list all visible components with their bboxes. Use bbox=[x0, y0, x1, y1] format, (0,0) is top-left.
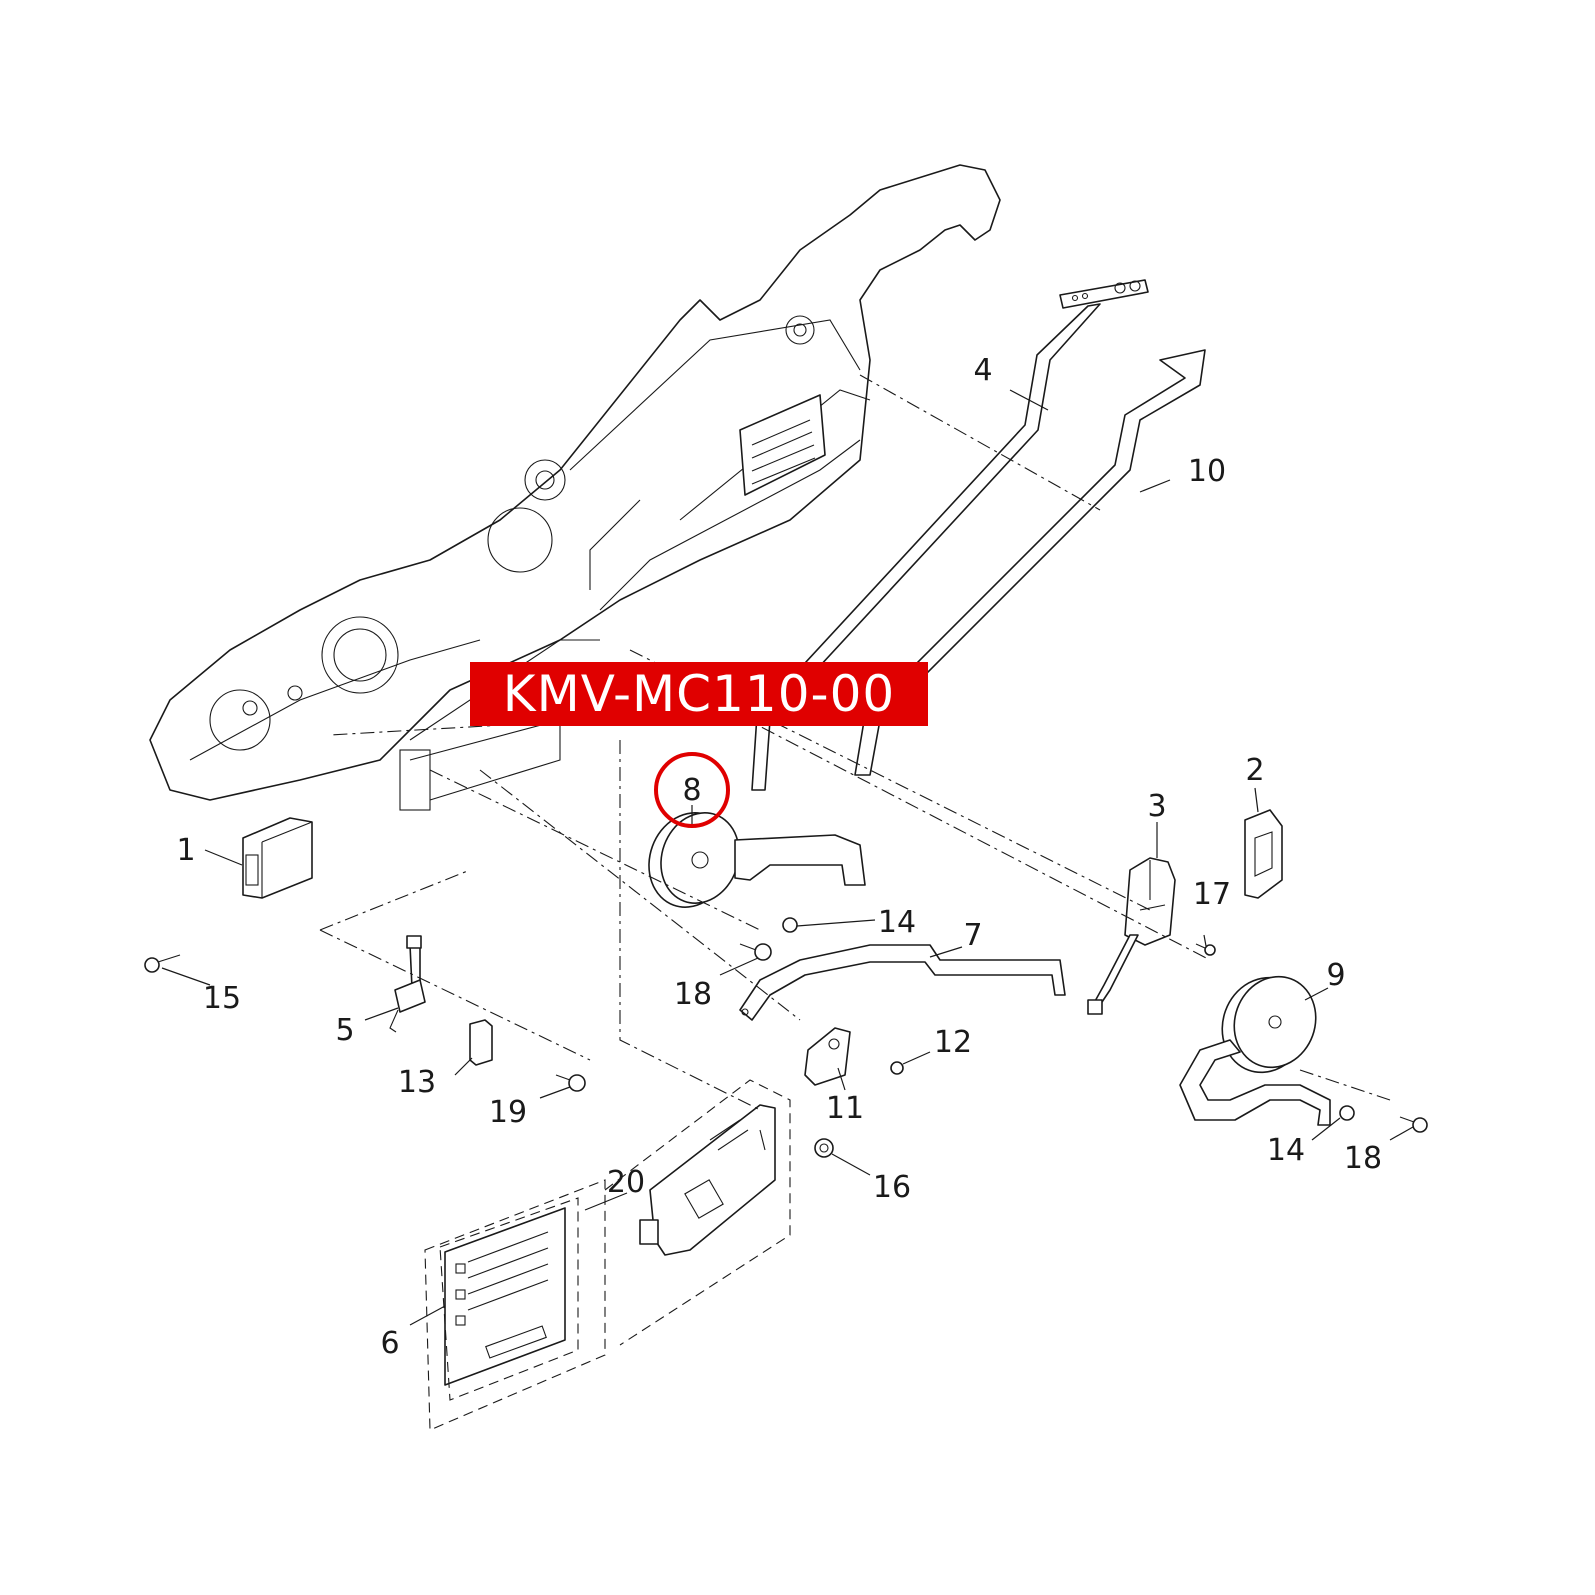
callout-10: 10 bbox=[1188, 454, 1226, 489]
label-group-outline bbox=[424, 1179, 606, 1431]
screws bbox=[144, 917, 1428, 1158]
part-13-bracket bbox=[469, 1019, 493, 1066]
callout-1: 1 bbox=[176, 833, 195, 868]
screw-18a bbox=[739, 943, 772, 961]
callout-3: 3 bbox=[1147, 789, 1166, 824]
callout-4: 4 bbox=[973, 353, 992, 388]
callout-11: 11 bbox=[826, 1091, 864, 1126]
part-9-motor bbox=[1179, 975, 1331, 1126]
part-6-label-sheet bbox=[444, 1207, 566, 1386]
screw-12 bbox=[890, 1061, 904, 1075]
part-10-flex-cable bbox=[854, 349, 1206, 776]
callout-9: 9 bbox=[1326, 958, 1345, 993]
callout-8: 8 bbox=[682, 773, 701, 808]
screw-16 bbox=[814, 1138, 834, 1158]
part-4-flex-cable bbox=[751, 279, 1149, 791]
label-inner-outline bbox=[439, 1197, 579, 1401]
screw-18b bbox=[1399, 1116, 1428, 1133]
callout-2: 2 bbox=[1245, 753, 1264, 788]
model-number-banner: KMV-MC110-00 bbox=[470, 662, 928, 726]
part-20-control-board bbox=[639, 1104, 776, 1256]
part-8-motor bbox=[648, 812, 866, 908]
part-1-connector bbox=[242, 817, 313, 899]
assembly-lines bbox=[319, 374, 1391, 1111]
callout-7: 7 bbox=[963, 918, 982, 953]
part-2-cover bbox=[1244, 809, 1283, 899]
screw-19 bbox=[555, 1074, 586, 1092]
highlight-circle bbox=[654, 752, 730, 828]
part-7-flex-cable bbox=[739, 944, 1066, 1021]
screw-15 bbox=[144, 954, 181, 973]
screw-17 bbox=[1195, 943, 1216, 956]
callout-12: 12 bbox=[934, 1025, 972, 1060]
callout-19: 19 bbox=[489, 1095, 527, 1130]
screw-14b bbox=[1339, 1105, 1355, 1121]
screw-14a bbox=[782, 917, 798, 933]
callout-6: 6 bbox=[380, 1326, 399, 1361]
callout-18a: 18 bbox=[674, 977, 712, 1012]
frame-label-plate bbox=[739, 394, 826, 496]
part-3-bracket bbox=[1087, 857, 1176, 1015]
callout-13: 13 bbox=[398, 1065, 436, 1100]
callout-18b: 18 bbox=[1344, 1141, 1382, 1176]
callout-14b: 14 bbox=[1267, 1133, 1305, 1168]
callout-14a: 14 bbox=[878, 905, 916, 940]
part-11-plate bbox=[804, 1027, 851, 1086]
callout-16: 16 bbox=[873, 1170, 911, 1205]
part-5-switch bbox=[389, 935, 426, 1033]
board-group-outline bbox=[604, 1079, 791, 1346]
callout-15: 15 bbox=[203, 981, 241, 1016]
callout-20: 20 bbox=[607, 1165, 645, 1200]
callout-17: 17 bbox=[1193, 877, 1231, 912]
leader-lines bbox=[161, 389, 1414, 1326]
callout-5: 5 bbox=[335, 1013, 354, 1048]
